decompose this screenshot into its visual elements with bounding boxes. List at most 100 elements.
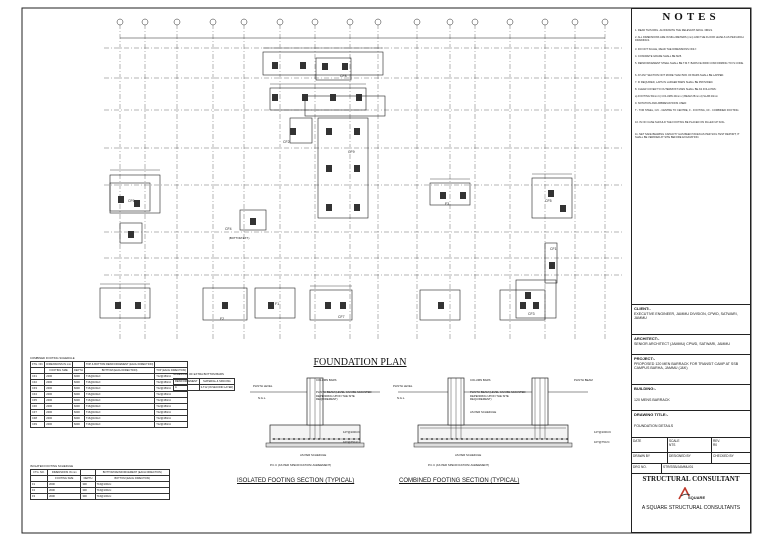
architect-section: ARCHITECT:- SENIOR ARCHITECT (JAMMU) CPW… [632,334,750,360]
footing-label: CF2 [283,140,290,144]
iso-ngl-label: N.G.L. [258,396,267,400]
footing-outline [317,117,369,219]
footing-outline [99,287,151,319]
grid-bubble [571,18,579,26]
footing-label: F2 [220,317,224,321]
table-cell: 2000 [47,493,82,500]
drg-no-label: DRG NO. [632,464,662,473]
rebar-dot [566,438,568,440]
note-item: 5. REINFORCEMENT STEEL SHALL BE T.M.T. B… [635,62,744,65]
column [222,302,228,309]
comb-bars-a-label: 12T@100C/C [594,430,612,434]
footing-label: CF8 [340,74,347,78]
pcc-layer [265,442,365,448]
comb-as-per-schedule-label: AS PER SCHEDULE [470,410,497,414]
table-cell: T16@100c/c [83,421,156,428]
iso-column-bars-label: COLUMN BARS [316,378,337,382]
isolated-section-title: ISOLATED FOOTING SECTION (TYPICAL) [237,478,355,484]
architect-label: ARCHITECT:- [634,336,660,341]
note-item: a) FOOTING 50mm b) COLUMN 40mm c) BEAM 2… [635,95,718,98]
iso-pcc-label: P.C.C (AS PER SPECIFICATION/ AGREEMENT) [270,463,332,467]
drawn-by: DRAWN BY [632,453,668,463]
grid-bubble [413,18,421,26]
footing-label: F3 [445,202,449,206]
column [326,165,332,172]
drg-no-row: DRG NO. STR/SSB/JAMMU/01 [632,463,750,473]
note-item: 1. READ THIS DRG. ALONGWITH THE RELEVANT… [635,29,713,32]
plan-title: FOUNDATION PLAN [313,357,407,368]
table-cell: A [173,384,200,391]
grid-bubble [173,18,181,26]
column [533,302,539,309]
project-label: PROJECT:- [634,356,656,361]
column [342,63,348,70]
column [330,94,336,101]
note-item: 6. AT ANY SECTION NOT MORE THAN 50% OF B… [635,74,725,77]
grid-bubble [601,18,609,26]
grid-bubble [541,18,549,26]
column [520,302,526,309]
comb-pcc-label: P.C.C (AS PER SPECIFICATION/ AGREEMENT) [428,463,490,467]
footing-outline [429,182,471,206]
column [356,94,362,101]
combined-section-title: COMBINED FOOTING SECTION (TYPICAL) [399,478,520,484]
footing-outline [304,95,386,117]
footing-outline [419,289,461,321]
note-item: T - TOR STEEL, C/C - CENTRE TO CENTRE, F… [635,109,739,112]
column [354,128,360,135]
grid-bubble [471,18,479,26]
footing-outline [109,174,161,214]
note-item: 11. NET SAFE BEARING CAPACITY HAS BEEN T… [635,133,740,139]
column [326,128,332,135]
comb-ngl-label: N.G.L. [397,396,406,400]
comb-column-bars-label: COLUMN BARS [470,378,491,382]
building-section: BUILDING:- 120 MENS BARRACK [632,384,750,413]
comb-plinth-level-label: PLINTH LEVEL [393,384,413,388]
section-details [250,377,588,448]
by-row: DRAWN BY DESIGNED BY CHECKED BY [632,452,750,463]
svg-text:SQUARE: SQUARE [688,495,705,500]
grid-lines [104,18,622,340]
drawing-title-section: DRAWING TITLE:- FOUNDATION DETAILS [632,410,750,439]
iso-bars-a-label: 12T@100C/C [343,430,361,434]
project-value: PROPOSED 120 MEN BARRACK FOR TRANSIT CAM… [634,362,739,371]
drg-no-value: STR/SSB/JAMMU/01 [663,465,694,469]
grid-bubble [446,18,454,26]
sheet-border [21,7,752,534]
footing-outline [269,87,367,111]
iso-as-per-schedule-label: AS PER SCHEDULE [300,453,327,457]
column [460,192,466,199]
table-cell: 2000 [44,421,74,428]
note-item: 7. IF REQUIRED, LAPS IN LARGER BARS SHAL… [635,81,714,84]
iso-bars-b-label: 10T@75C/C [343,440,359,444]
meta-value: NTS [669,443,676,447]
column [549,262,555,269]
column [354,165,360,172]
grid-bubble [116,18,124,26]
footing-outline [254,287,296,319]
checked-by: CHECKED BY [713,454,734,458]
table-cell: 3-T12 (IN SECOND LAYER) [198,384,236,391]
client-value: EXECUTIVE ENGINEER, JAMMU DIVISION, CPWD… [634,312,738,321]
iso-plinth-beam-note: PLINTH BEAM (LEVEL CAN BE ADJUSTED DEPEN… [316,390,372,402]
combined-schedule-caption: COMBINED FOOTING SCHEDULE [30,356,75,360]
column [134,200,140,207]
column [438,302,444,309]
footing-outline [119,222,143,244]
dimension-lines [100,47,572,287]
table-cell: 8200 [72,421,85,428]
iso-plinth-level-label: PLINTH LEVEL [253,384,273,388]
grid-bubble [506,18,514,26]
column [272,94,278,101]
column [290,128,296,135]
comb-as-per-schedule-label-2: AS PER SCHEDULE [455,453,482,457]
note-item: 8. CLEAR COVER TO OUTERMOST MAIN SHALL B… [635,88,717,91]
rebar-dot [358,438,360,440]
